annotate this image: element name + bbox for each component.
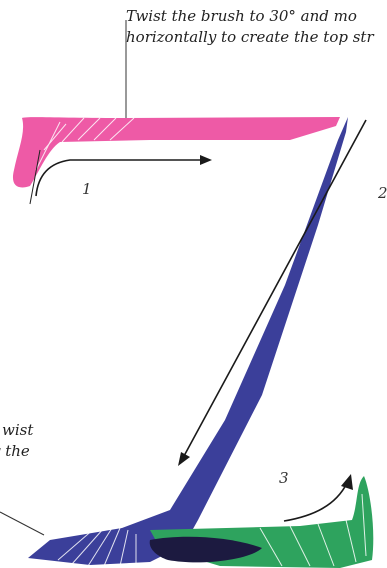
step-number-2: 2 <box>378 184 387 202</box>
diagonal-stroke <box>28 117 348 565</box>
step-number-1: 1 <box>82 180 92 198</box>
step-number-3: 3 <box>279 469 289 487</box>
arrow-step-2 <box>178 120 366 466</box>
left-caption-leader-line <box>0 512 44 535</box>
top-stroke <box>13 117 340 187</box>
arrow-step-3 <box>284 474 353 521</box>
arrow-step-1 <box>36 155 212 196</box>
